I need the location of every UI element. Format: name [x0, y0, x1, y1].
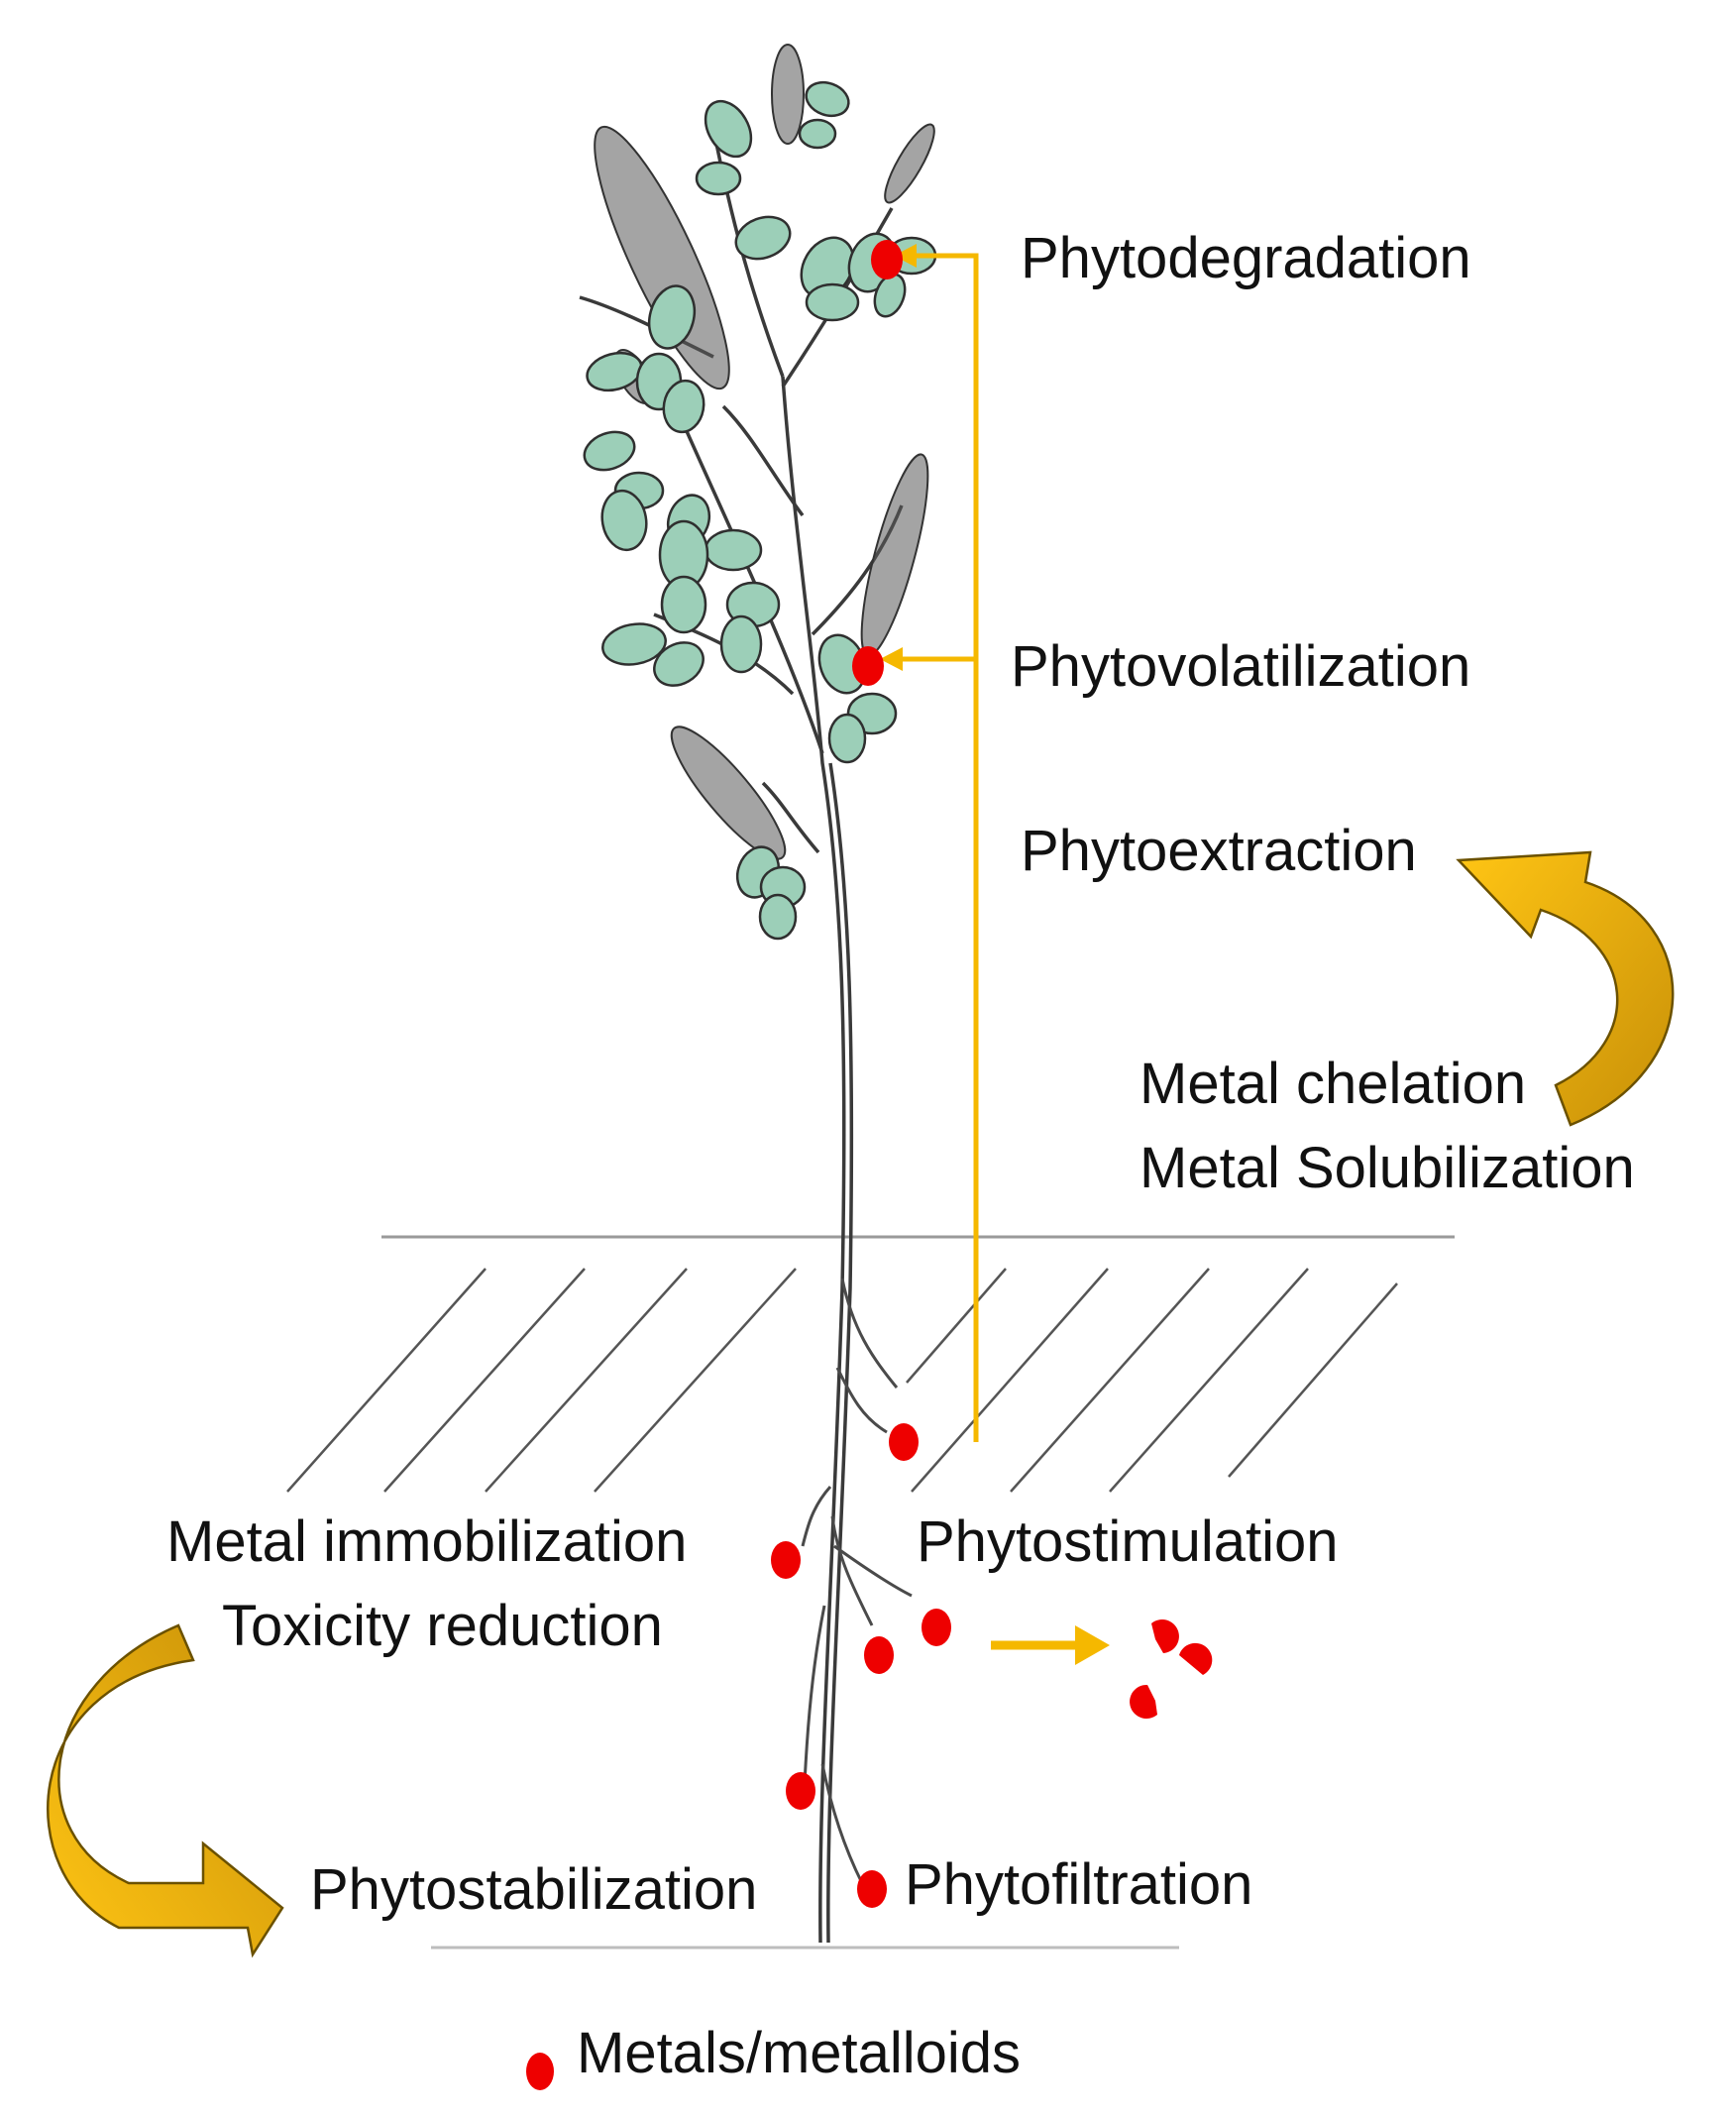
phytostimulation-arrowhead — [1075, 1625, 1110, 1665]
label-phytostabilization: Phytostabilization — [310, 1857, 758, 1922]
label-phytoextraction: Phytoextraction — [1021, 819, 1417, 883]
degraded-metal-particles — [1130, 1619, 1213, 1719]
phytoextraction-curved-arrow-body — [1456, 850, 1675, 1127]
label-phytodegradation: Phytodegradation — [1021, 226, 1471, 290]
plant-roots — [801, 1278, 913, 1884]
label-metal-solubilization: Metal Solubilization — [1139, 1136, 1635, 1200]
legend-dot — [526, 2053, 554, 2090]
plant-leaves — [583, 80, 937, 941]
label-metal-immobilization: Metal immobilization — [166, 1509, 688, 1574]
translocation-path — [902, 253, 979, 1442]
arrowhead-phytovolatilization — [880, 647, 903, 671]
label-phytostimulation: Phytostimulation — [917, 1509, 1339, 1574]
label-phytovolatilization: Phytovolatilization — [1011, 634, 1471, 699]
legend-label: Metals/metalloids — [577, 2021, 1022, 2085]
arrowhead-phytodegradation — [894, 244, 917, 268]
metal-dots — [771, 240, 951, 1908]
phytostabilization-curved-arrow-body — [47, 1623, 284, 1958]
plant-stem — [579, 128, 904, 1944]
soil-hatching — [286, 1268, 1398, 1493]
label-metal-chelation: Metal chelation — [1139, 1052, 1527, 1116]
label-toxicity-reduction: Toxicity reduction — [222, 1594, 663, 1658]
label-phytofiltration: Phytofiltration — [905, 1852, 1253, 1917]
